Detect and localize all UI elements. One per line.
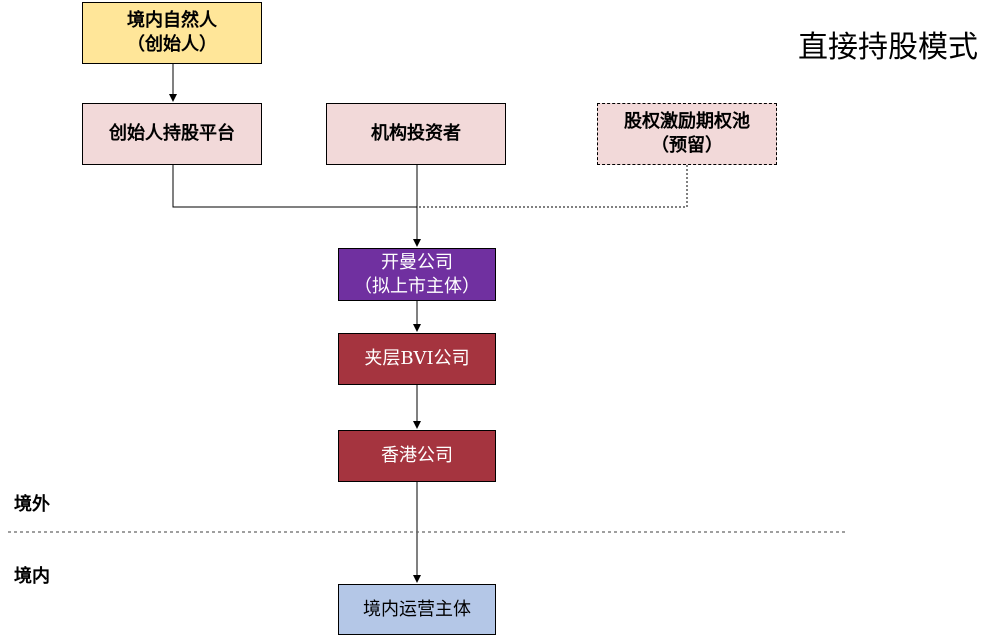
node-kaiman-line2: （拟上市主体） (354, 275, 480, 297)
line-platform-to-junction (172, 165, 417, 208)
region-onshore-label: 境内 (14, 566, 50, 587)
node-kaiman-line1: 开曼公司 (381, 251, 453, 273)
node-esop-pool: 股权激励期权池 （预留） (597, 103, 777, 165)
node-hk: 香港公司 (338, 430, 496, 482)
dashed-line-esop-to-junction (417, 165, 688, 208)
node-founder-person: 境内自然人 （创始人） (82, 2, 262, 64)
diagram-title: 直接持股模式 (798, 30, 978, 65)
node-institutional-investors: 机构投资者 (326, 103, 506, 165)
node-founder-person-line2: （创始人） (127, 34, 217, 55)
node-esop-pool-line1: 股权激励期权池 (624, 111, 750, 132)
node-esop-pool-line2: （预留） (651, 135, 723, 156)
node-bvi: 夹层BVI公司 (338, 333, 496, 385)
node-onshore-entity-line1: 境内运营主体 (363, 598, 471, 620)
node-institutional-investors-line1: 机构投资者 (371, 123, 461, 144)
node-bvi-line1: 夹层BVI公司 (364, 348, 470, 369)
region-offshore-label: 境外 (14, 494, 50, 515)
node-hk-line1: 香港公司 (381, 445, 453, 466)
node-founder-person-line1: 境内自然人 (127, 10, 217, 31)
node-onshore-entity: 境内运营主体 (338, 584, 496, 635)
node-kaiman: 开曼公司 （拟上市主体） (338, 248, 496, 301)
node-founder-platform-line1: 创始人持股平台 (109, 123, 235, 144)
node-founder-platform: 创始人持股平台 (82, 103, 262, 165)
